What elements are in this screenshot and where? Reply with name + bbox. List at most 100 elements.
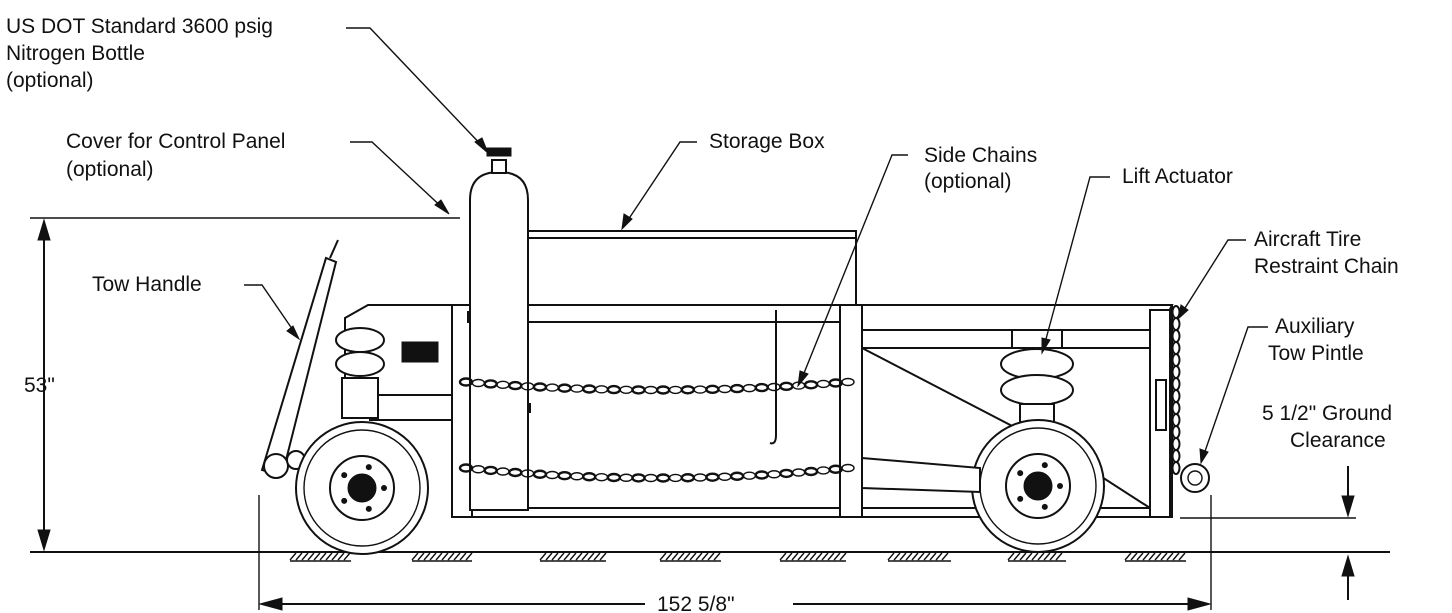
front-axle-housing	[369, 394, 453, 421]
tow-handle-eye	[263, 453, 289, 479]
hatch-mark	[313, 552, 321, 561]
leader-lines	[244, 27, 1268, 465]
height-dimension	[30, 217, 460, 552]
pintle-label-line1: Auxiliary	[1275, 315, 1355, 338]
hatch-mark	[587, 552, 595, 561]
nitrogen-bottle	[469, 147, 529, 511]
front-wheel	[295, 421, 429, 555]
front-spring-mount	[341, 377, 379, 419]
hatch-mark	[791, 552, 799, 561]
hatch-mark	[337, 552, 345, 561]
storage-box-leader	[623, 141, 697, 227]
hatch-mark	[593, 552, 601, 561]
hatch-mark	[1013, 552, 1021, 561]
side-chains-arrow	[797, 370, 809, 388]
hatch-mark	[447, 552, 455, 561]
height-arrow-bottom	[37, 529, 51, 552]
storage-box-label: Storage Box	[709, 130, 825, 153]
hatch-mark	[797, 552, 805, 561]
hatch-mark	[417, 552, 425, 561]
hatch-mark	[539, 552, 547, 561]
hatch-mark	[839, 552, 847, 561]
cover-label-line1: Cover for Control Panel	[66, 130, 285, 153]
hatch-mark	[923, 552, 931, 561]
hatch-mark	[707, 552, 715, 561]
hatch-mark	[821, 552, 829, 561]
front-hub	[347, 473, 377, 503]
hatch-mark	[545, 552, 553, 561]
hatch-mark	[941, 552, 949, 561]
lug-nut	[1041, 503, 1048, 510]
nitrogen-arrow	[474, 137, 489, 154]
cover-leader	[350, 141, 448, 213]
hatch-mark	[833, 552, 841, 561]
restraint-chain-link	[1171, 365, 1181, 379]
control-panel-plate	[401, 341, 439, 363]
lug-nut	[1057, 483, 1063, 489]
hatch-mark	[557, 552, 565, 561]
nitrogen-label-line1: US DOT Standard 3600 psig	[6, 15, 273, 38]
auxiliary-tow-pintle	[1180, 463, 1210, 493]
restraint-chain-link	[1171, 425, 1181, 439]
hatch-mark	[301, 552, 309, 561]
lug-nut	[341, 497, 348, 504]
hatch-mark	[343, 552, 351, 561]
hatch-mark	[1049, 552, 1057, 561]
hatch-mark	[563, 552, 571, 561]
hatch-mark	[683, 552, 691, 561]
hatch-mark	[905, 552, 913, 561]
hatch-mark	[465, 552, 473, 561]
tow-handle	[260, 239, 339, 479]
nitrogen-label-line2: Nitrogen Bottle	[6, 42, 145, 65]
hatch-mark	[331, 552, 339, 561]
lift-actuator-bellow-lower	[1000, 374, 1074, 406]
nitrogen-bottle-neck	[491, 159, 507, 174]
rear-wheel	[971, 419, 1105, 553]
lug-nut	[1017, 495, 1024, 502]
lug-nut	[381, 485, 387, 491]
cover-label-line2: (optional)	[66, 158, 154, 181]
restraint-chain-link	[1171, 317, 1181, 331]
hatch-mark	[1043, 552, 1051, 561]
lift-actuator-label: Lift Actuator	[1122, 165, 1233, 188]
restraint-chain-link	[1171, 401, 1181, 415]
hatch-mark	[827, 552, 835, 561]
restraint-chain-link	[1171, 389, 1181, 403]
lift-actuator-top-plate	[1011, 329, 1063, 349]
hatch-mark	[899, 552, 907, 561]
hatch-mark	[1007, 552, 1015, 561]
side-chains-label-line1: Side Chains	[924, 144, 1037, 167]
hatch-mark	[695, 552, 703, 561]
hatch-mark	[1178, 552, 1186, 561]
height-arrow-top	[37, 218, 51, 241]
chain-hook	[769, 434, 777, 445]
cover-arrow	[434, 199, 450, 215]
hatch-mark	[1025, 552, 1033, 561]
rear-hub	[1023, 471, 1053, 501]
hatch-mark	[295, 552, 303, 561]
hatch-mark	[671, 552, 679, 561]
length-arrow-right	[1187, 597, 1212, 611]
hatch-mark	[453, 552, 461, 561]
chain-link	[841, 463, 855, 473]
hatch-mark	[319, 552, 327, 561]
side-chains-label-line2: (optional)	[924, 170, 1012, 193]
hatch-mark	[325, 552, 333, 561]
restraint-chain-link	[1171, 437, 1181, 451]
hatch-mark	[677, 552, 685, 561]
hatch-mark	[1124, 552, 1132, 561]
hatch-mark	[307, 552, 315, 561]
chains	[458, 305, 1181, 483]
clearance-arrow-down	[1341, 495, 1355, 518]
front-air-spring-upper	[335, 327, 385, 353]
lug-nut	[341, 472, 348, 479]
hatch-mark	[423, 552, 431, 561]
nitrogen-bottle-valve	[486, 147, 512, 157]
hatch-mark	[815, 552, 823, 561]
restraint-chain-link	[1171, 413, 1181, 427]
hatch-mark	[929, 552, 937, 561]
length-dimension	[258, 495, 1212, 611]
lift-actuator-leader	[1042, 176, 1110, 351]
hatch-mark	[713, 552, 721, 561]
